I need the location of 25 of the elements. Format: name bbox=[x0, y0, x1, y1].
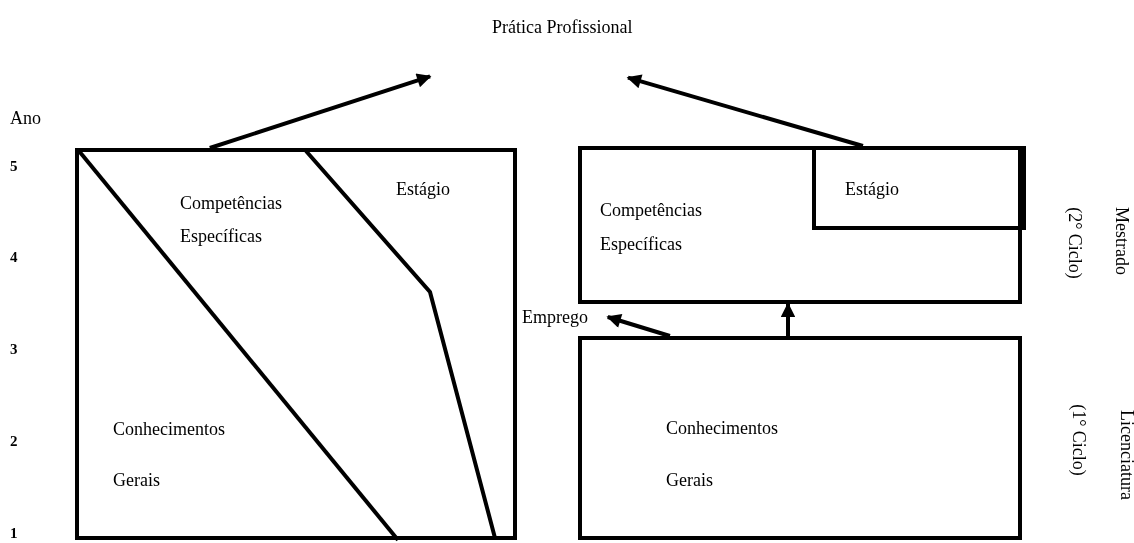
side-label: (2° Ciclo) bbox=[1063, 207, 1085, 279]
region-label: Competências Específicas bbox=[180, 192, 283, 248]
region-label: Competências Específicas bbox=[600, 199, 703, 256]
year-number: 1 bbox=[10, 524, 18, 543]
year-number: 5 bbox=[10, 157, 18, 176]
region-label: Conhecimentos Gerais bbox=[113, 418, 226, 492]
side-label: Licenciatura bbox=[1115, 410, 1134, 500]
text-label: Prática Profissional bbox=[492, 14, 648, 40]
region-label: Estágio bbox=[845, 178, 899, 201]
arrow bbox=[606, 313, 671, 338]
year-number: 2 bbox=[10, 432, 18, 451]
text-label: Emprego bbox=[522, 305, 600, 329]
side-label: (1° Ciclo) bbox=[1067, 404, 1089, 476]
year-number: 3 bbox=[10, 340, 18, 359]
year-number: 4 bbox=[10, 248, 18, 267]
arrow bbox=[209, 73, 432, 150]
side-label: Mestrado bbox=[1110, 207, 1132, 275]
arrow bbox=[780, 302, 796, 336]
panel-box bbox=[812, 146, 1026, 230]
axis-title: Ano bbox=[10, 108, 41, 128]
region-label: Conhecimentos Gerais bbox=[666, 417, 779, 492]
arrow bbox=[626, 74, 864, 148]
panel-box bbox=[75, 148, 517, 540]
panel-box bbox=[578, 336, 1022, 540]
region-label: Estágio bbox=[396, 178, 450, 201]
